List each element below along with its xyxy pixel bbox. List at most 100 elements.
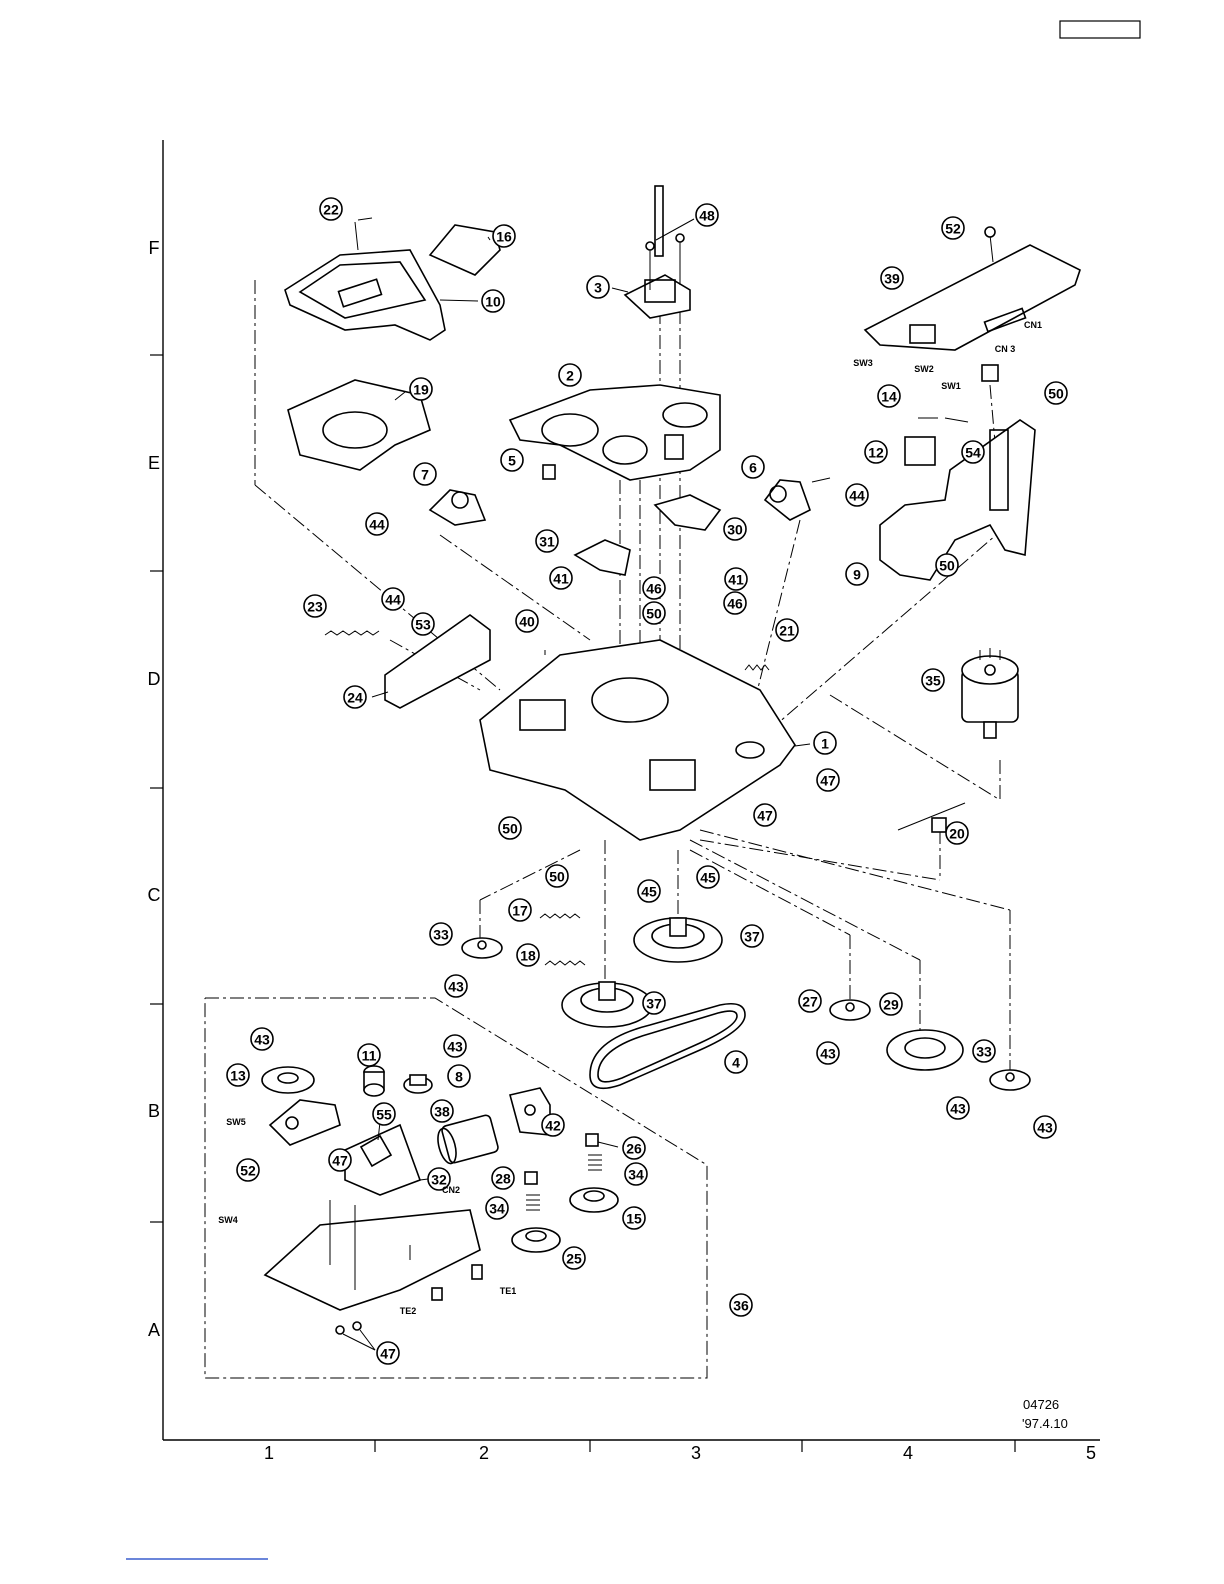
callout-41: 41 (550, 567, 572, 589)
callout-number: 30 (727, 522, 743, 538)
callout-number: 42 (545, 1118, 561, 1134)
callout-55: 55 (373, 1103, 395, 1125)
callout-50: 50 (1045, 382, 1067, 404)
part-31-plate (575, 540, 630, 575)
callout-46: 46 (643, 577, 665, 599)
callout-number: 53 (415, 617, 431, 633)
callout-18: 18 (517, 944, 539, 966)
callout-13: 13 (227, 1064, 249, 1086)
callout-44: 44 (846, 484, 868, 506)
callout-30: 30 (724, 518, 746, 540)
part-15-gear (570, 1188, 618, 1212)
callout-number: 19 (413, 382, 429, 398)
callout-number: 22 (323, 202, 339, 218)
callout-number: 41 (728, 572, 744, 588)
label-te2: TE2 (400, 1306, 417, 1316)
drawing-date: '97.4.10 (1022, 1416, 1068, 1431)
callout-number: 24 (347, 690, 363, 706)
callout-36: 36 (730, 1294, 752, 1316)
callout-50: 50 (643, 602, 665, 624)
part-6-bracket (765, 478, 830, 520)
callout-4: 4 (725, 1051, 747, 1073)
part-8-gear (404, 1075, 432, 1093)
callout-41: 41 (725, 568, 747, 590)
part-25-gear (512, 1228, 560, 1252)
part-main-pcb (265, 1200, 480, 1310)
callout-33: 33 (973, 1040, 995, 1062)
callout-8: 8 (448, 1065, 470, 1087)
callout-15: 15 (623, 1207, 645, 1229)
part-27-gear (830, 1000, 870, 1020)
callout-number: 50 (939, 558, 955, 574)
callout-number: 54 (965, 445, 981, 461)
callout-number: 8 (455, 1069, 463, 1085)
drawing-code: 04726 (1023, 1397, 1059, 1412)
callout-number: 25 (566, 1251, 582, 1267)
part-sw5-board (270, 1100, 340, 1145)
callout-number: 34 (628, 1167, 644, 1183)
callout-number: 37 (646, 996, 662, 1012)
callout-number: 47 (332, 1153, 348, 1169)
callout-7: 7 (414, 463, 436, 485)
part-39-pcb (865, 227, 1080, 381)
label-cn1: CN1 (1024, 320, 1042, 330)
callout-number: 46 (646, 581, 662, 597)
callout-number: 44 (385, 592, 401, 608)
part-18-spring (545, 961, 585, 965)
callout-50: 50 (546, 865, 568, 887)
callout-number: 43 (950, 1101, 966, 1117)
part-34-spring-upper (588, 1155, 602, 1170)
callout-44: 44 (382, 588, 404, 610)
callout-47: 47 (817, 769, 839, 791)
callout-10: 10 (482, 290, 504, 312)
callout-number: 33 (976, 1044, 992, 1060)
callout-14: 14 (878, 385, 900, 407)
callout-number: 43 (1037, 1120, 1053, 1136)
callout-number: 55 (376, 1107, 392, 1123)
callout-2: 2 (559, 364, 581, 386)
callout-number: 29 (883, 997, 899, 1013)
part-9-bracket (880, 418, 1035, 580)
callout-number: 20 (949, 826, 965, 842)
row-label-c: C (148, 885, 161, 905)
part-22-spring (355, 218, 372, 250)
callout-number: 45 (700, 870, 716, 886)
callout-24: 24 (344, 686, 366, 708)
callout-45: 45 (638, 880, 660, 902)
callout-number: 47 (757, 808, 773, 824)
callout-number: 2 (566, 368, 574, 384)
callout-number: 47 (820, 773, 836, 789)
callout-number: 44 (849, 488, 865, 504)
callout-47: 47 (754, 804, 776, 826)
part-19-plate (288, 380, 430, 470)
callout-number: 38 (434, 1104, 450, 1120)
callout-number: 5 (508, 453, 516, 469)
callout-number: 27 (802, 994, 818, 1010)
callout-number: 4 (732, 1055, 740, 1071)
callout-50: 50 (936, 554, 958, 576)
callout-number: 36 (733, 1298, 749, 1314)
callout-21: 21 (776, 619, 798, 641)
callout-50: 50 (499, 817, 521, 839)
callout-43: 43 (251, 1028, 273, 1050)
callout-number: 3 (594, 280, 602, 296)
part-37-reel-lower (562, 982, 652, 1027)
callout-1: 1 (814, 732, 836, 754)
callout-44: 44 (366, 513, 388, 535)
callout-number: 48 (699, 208, 715, 224)
part-30-plate (655, 495, 720, 530)
callout-25: 25 (563, 1247, 585, 1269)
callout-53: 53 (412, 613, 434, 635)
callout-number: 43 (820, 1046, 836, 1062)
callout-33: 33 (430, 923, 452, 945)
callout-52: 52 (942, 217, 964, 239)
callout-number: 37 (744, 929, 760, 945)
callout-37: 37 (643, 992, 665, 1014)
col-label-5: 5 (1086, 1443, 1096, 1463)
callout-23: 23 (304, 595, 326, 617)
row-label-d: D (148, 669, 161, 689)
callout-number: 1 (821, 736, 829, 752)
callout-number: 43 (448, 979, 464, 995)
callout-29: 29 (880, 993, 902, 1015)
col-label-3: 3 (691, 1443, 701, 1463)
